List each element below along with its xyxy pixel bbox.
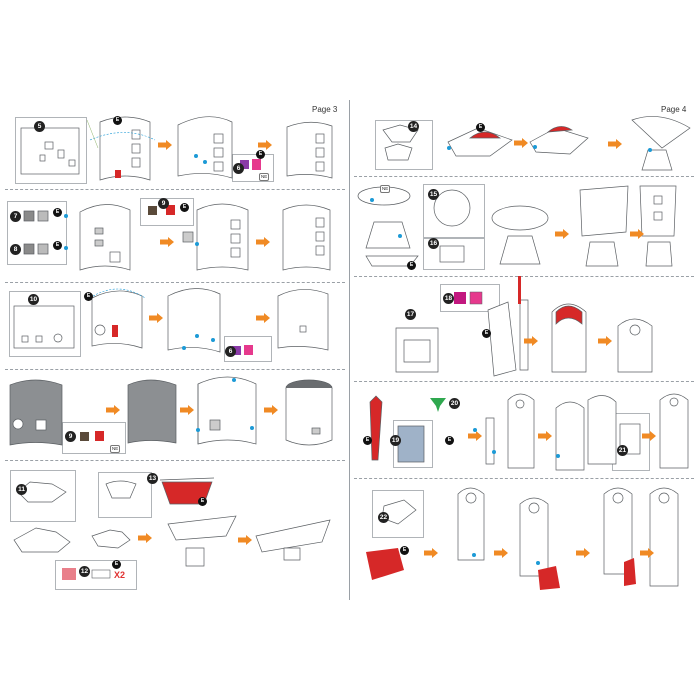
part-code-badge: E	[400, 546, 409, 555]
part-code-badge: E	[112, 560, 121, 569]
ne-label: NE	[380, 185, 391, 193]
step-number: 22	[378, 512, 389, 523]
ne-label: NE	[259, 173, 270, 181]
step-number: 6	[233, 163, 244, 174]
row-separator	[354, 381, 694, 382]
step-number: 10	[28, 294, 39, 305]
row-7-artwork	[357, 185, 677, 267]
row-3-artwork	[13, 288, 329, 353]
row-separator	[354, 176, 694, 177]
row-separator	[5, 460, 345, 461]
part-code-badge: E	[482, 329, 491, 338]
part-18-icon	[454, 291, 483, 305]
step-number: 16	[428, 238, 439, 249]
step-number: 20	[449, 398, 460, 409]
row-5-artwork	[13, 477, 331, 567]
step-number: 8	[10, 244, 21, 255]
step-number: 11	[16, 484, 27, 495]
row-8-artwork	[395, 299, 653, 377]
step-number: 17	[405, 309, 416, 320]
ne-label: NE	[110, 445, 121, 453]
red-leg-parts	[366, 548, 636, 590]
step-number: 13	[147, 473, 158, 484]
part-20-icon	[430, 398, 446, 412]
row-separator	[5, 282, 345, 283]
row-9-artwork	[369, 393, 689, 471]
step-number: 12	[79, 566, 90, 577]
part-code-badge: E	[476, 123, 485, 132]
part-code-badge: E	[113, 116, 122, 125]
step-number: 21	[617, 445, 628, 456]
part-12-icon	[62, 568, 111, 580]
step-number: 9	[158, 198, 169, 209]
part-code-badge: E	[53, 241, 62, 250]
step-number: 14	[408, 121, 419, 132]
row-separator	[354, 276, 694, 277]
step-number: 19	[390, 435, 401, 446]
quantity-multiplier: X2	[114, 570, 126, 580]
part-code-badge: E	[445, 436, 454, 445]
step-number: 7	[10, 211, 21, 222]
part-6-icon	[240, 159, 261, 170]
step-number: 18	[443, 293, 454, 304]
part-code-badge: E	[256, 150, 265, 159]
step-number: 5	[34, 121, 45, 132]
row-6-artwork	[382, 116, 691, 171]
step-number: 6	[225, 346, 236, 357]
step-number: 15	[428, 189, 439, 200]
row-2-artwork	[23, 203, 331, 271]
row-4-artwork	[9, 376, 333, 446]
row-separator	[5, 369, 345, 370]
part-code-badge: E	[407, 261, 416, 270]
part-code-badge: E	[198, 497, 207, 506]
part-code-badge: E	[84, 292, 93, 301]
page-divider	[349, 100, 350, 600]
row-1-artwork	[20, 116, 333, 181]
part-code-badge: E	[53, 208, 62, 217]
step-number: 9	[65, 431, 76, 442]
page-label-right: Page 4	[661, 105, 687, 114]
part-code-badge: E	[363, 436, 372, 445]
part-code-badge: E	[180, 203, 189, 212]
row-separator	[5, 189, 345, 190]
page-label-left: Page 3	[312, 105, 338, 114]
row-separator	[354, 478, 694, 479]
